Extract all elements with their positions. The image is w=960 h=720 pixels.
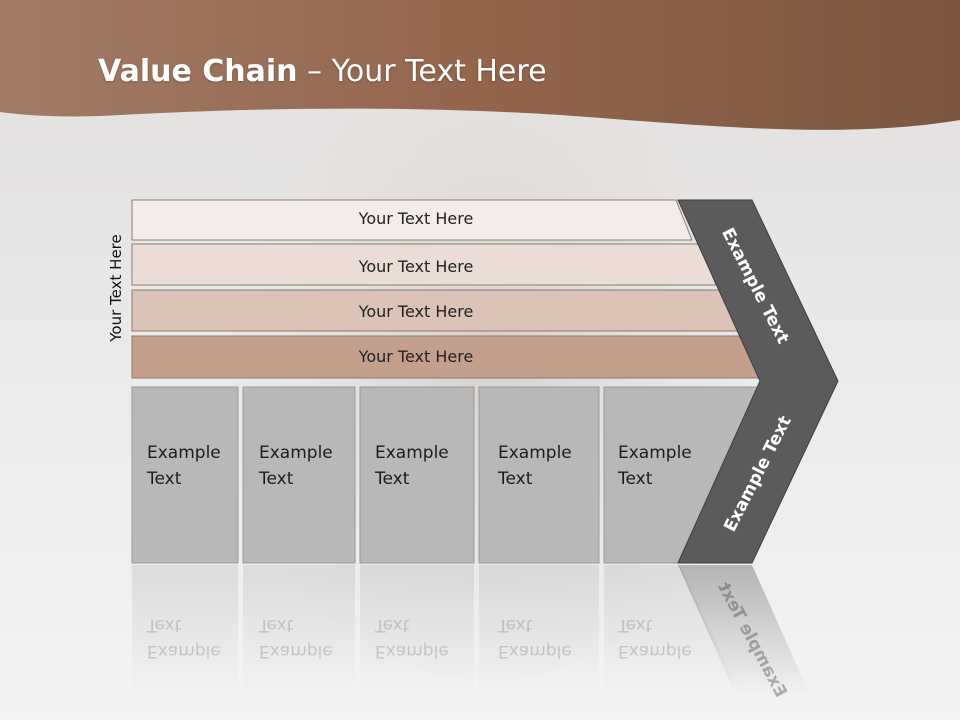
box-1-reflection xyxy=(132,565,238,695)
box-1[interactable] xyxy=(131,386,239,564)
box-1-label: Example Text xyxy=(147,443,221,489)
box-2-label-reflection: Example Text xyxy=(259,615,333,661)
box-2-label: Example Text xyxy=(259,443,333,489)
box-2-reflection xyxy=(243,565,355,695)
box-5-label-reflection: Example Text xyxy=(618,615,692,661)
chevron-arrow[interactable] xyxy=(677,199,839,564)
box-5-label: Example Text xyxy=(618,443,692,489)
header-band xyxy=(0,0,960,130)
title-bold: Value Chain xyxy=(98,54,298,89)
bar-4-label: Your Text Here xyxy=(358,347,474,366)
slide-title: Value Chain – Your Text Here xyxy=(98,54,547,89)
box-4-reflection xyxy=(479,565,599,695)
box-4-label: Example Text xyxy=(498,443,572,489)
box-1-label-reflection: Example Text xyxy=(147,615,221,661)
bar-2-label: Your Text Here xyxy=(358,257,474,276)
box-3-reflection xyxy=(360,565,474,695)
box-5-reflection xyxy=(604,565,740,695)
box-3[interactable] xyxy=(359,386,475,564)
chevron-reflection xyxy=(678,565,810,695)
box-3-label-reflection: Example Text xyxy=(375,615,449,661)
box-2[interactable] xyxy=(242,386,356,564)
title-rest: – Your Text Here xyxy=(297,54,547,89)
bar-1[interactable] xyxy=(131,199,693,241)
bar-3-label: Your Text Here xyxy=(358,302,474,321)
box-4[interactable] xyxy=(478,386,600,564)
box-4-label-reflection: Example Text xyxy=(498,615,572,661)
bar-1-label: Your Text Here xyxy=(358,209,474,228)
box-3-label: Example Text xyxy=(375,443,449,489)
